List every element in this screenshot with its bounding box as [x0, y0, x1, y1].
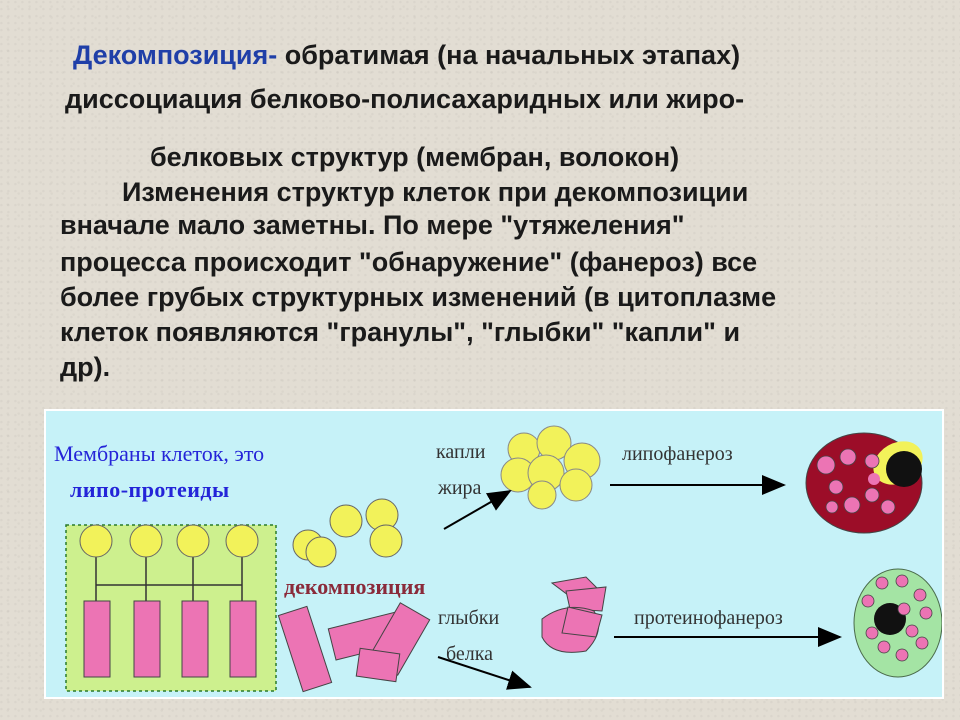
- fat-drops-label-1: капли: [436, 441, 486, 463]
- fat-drops-cluster: [500, 425, 601, 510]
- decomposition-label: декомпозиция: [284, 574, 426, 599]
- diagram-graphics: [65, 425, 942, 693]
- lipid-heads: [95, 557, 243, 601]
- paragraph-line-4: более грубых структурных изменений (в ци…: [60, 282, 777, 312]
- proteinophanerosis-label: протеинофанероз: [634, 607, 783, 629]
- heading-line-2: диссоциация белково-полисахаридных или ж…: [65, 84, 745, 114]
- lipophanerosis-cell: [805, 432, 923, 534]
- protein-clump: [541, 576, 607, 653]
- paragraph-line-5: клеток появляются "гранулы", "глыбки" "к…: [60, 317, 741, 347]
- scattered-protein-blocks: [277, 602, 431, 693]
- protein-clumps-label-1: глыбки: [438, 607, 500, 629]
- paragraph-line-6: др).: [60, 352, 111, 382]
- paragraph-line-1: Изменения структур клеток при декомпозиц…: [122, 177, 749, 207]
- lipid-head-circles: [79, 524, 259, 558]
- lipophanerosis-label: липофанероз: [622, 443, 733, 465]
- arrows: [437, 475, 842, 690]
- free-lipid-circles: [292, 498, 403, 568]
- heading-term: Декомпозиция-: [73, 40, 278, 70]
- heading-line-1-rest: обратимая (на начальных этапах): [277, 40, 741, 70]
- protein-blocks: [83, 600, 257, 678]
- proteinophanerosis-cell: [853, 568, 942, 678]
- paragraph-line-2: вначале мало заметны. По мере "утяжелени…: [60, 210, 685, 240]
- fat-drops-label-2: жира: [438, 477, 482, 499]
- heading-line-1: Декомпозиция- обратимая (на начальных эт…: [73, 38, 740, 72]
- diagram-panel: Мембраны клеток, это липо-протеиды деком…: [44, 409, 944, 699]
- lipoproteins-label: липо-протеиды: [70, 477, 230, 502]
- paragraph-line-3: процесса происходит "обнаружение" (фанер…: [60, 247, 758, 277]
- heading-line-3: белковых структур (мембран, волокон): [150, 142, 680, 172]
- membranes-label: Мембраны клеток, это: [54, 441, 265, 466]
- protein-clumps-label-2: белка: [446, 643, 494, 665]
